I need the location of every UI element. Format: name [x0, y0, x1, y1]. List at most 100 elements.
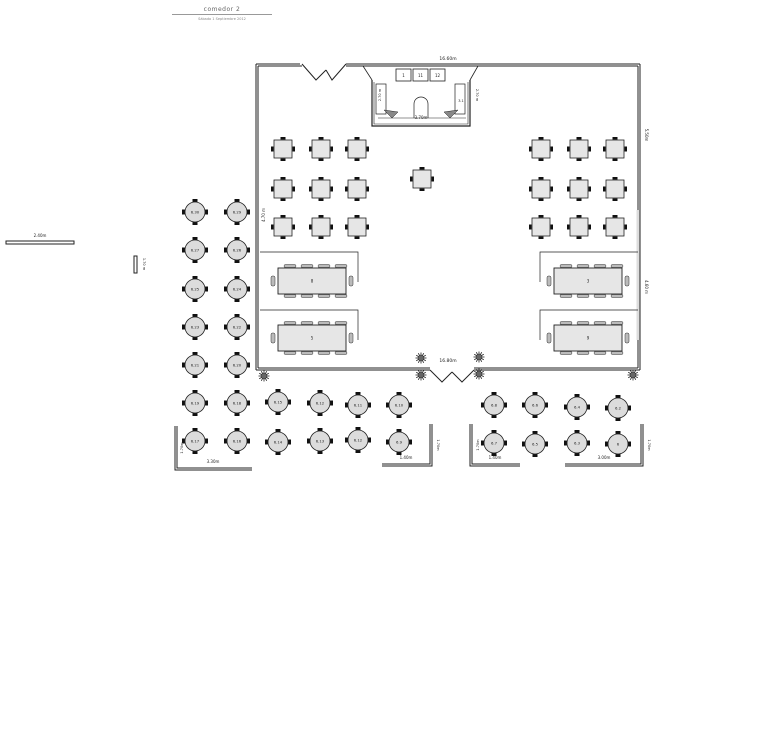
head-table-label: 1: [402, 73, 405, 78]
round-table: 6.12: [307, 390, 333, 416]
square-table: [271, 177, 295, 201]
round-table: 6.30: [182, 199, 208, 225]
door-bottom: [429, 369, 475, 383]
plant-icon: [415, 369, 427, 381]
dimension-labels: 16.60m 16.80m 5.50m 4.60 m 4.70 m 3.70m …: [34, 56, 651, 464]
head-table-seat: 11: [412, 68, 429, 82]
plants: [258, 351, 639, 382]
round-table: 6.20: [224, 352, 250, 378]
plant-icon: [473, 368, 485, 380]
far-left-bar: [5, 240, 75, 245]
long-table-enclosure-2: [260, 309, 359, 340]
round-table: 6.6: [522, 392, 548, 418]
wall-top-left: [256, 63, 302, 67]
round-table-label: 6.17: [191, 438, 200, 443]
round-table: 6.9: [386, 429, 412, 455]
round-table: 6.21: [182, 352, 208, 378]
bracket-bottom-center: [382, 424, 433, 467]
door-top: [301, 63, 347, 81]
dim-stage-width: 3.70m: [415, 115, 428, 120]
plant-icon: [258, 370, 270, 382]
square-table: [603, 177, 627, 201]
square-table: [410, 167, 434, 191]
round-table-label: 6.27: [191, 247, 200, 252]
round-table: 6.12: [345, 427, 371, 453]
bracket-bottom-right-b: [565, 424, 644, 467]
square-table: [309, 215, 333, 239]
long-table: 9: [546, 321, 630, 355]
round-table-label: 6.12: [354, 437, 363, 442]
round-table-label: 6.6: [532, 402, 539, 407]
long-table: 5: [270, 321, 354, 355]
round-table-label: 6.8: [491, 402, 498, 407]
dim-br-bottom-right: 3.00m: [598, 455, 611, 460]
round-table: 6.8: [481, 392, 507, 418]
long-table-enclosure-3: [539, 251, 638, 282]
left-post-bar: [133, 255, 138, 274]
round-table-label: 6.20: [233, 362, 242, 367]
round-table-label: 6.16: [233, 438, 242, 443]
round-table-label: 6.19: [191, 400, 200, 405]
round-table-label: 6.4: [574, 404, 581, 409]
dim-br-side-right: 1.70m: [647, 439, 651, 451]
round-table: 6.14: [265, 429, 291, 455]
title-underline: [172, 14, 272, 15]
dimension-lines: [5, 240, 644, 471]
square-table: [345, 215, 369, 239]
square-table: [345, 137, 369, 161]
wall-left: [255, 64, 259, 370]
round-table-label: 6.11: [354, 402, 363, 407]
round-table-label: 6.7: [491, 440, 498, 445]
round-table-label: 6.18: [233, 400, 242, 405]
head-table-label: 11: [418, 73, 424, 78]
round-table: 6.22: [224, 314, 250, 340]
dim-far-left: 2.40m: [34, 233, 47, 238]
round-table: 6: [605, 431, 631, 457]
round-table: 6.4: [564, 394, 590, 420]
square-table: [271, 137, 295, 161]
square-table: [567, 215, 591, 239]
round-table-label: 6.5: [532, 441, 539, 446]
round-table-label: 6.9: [396, 439, 403, 444]
dim-right-upper: 5.50m: [644, 129, 649, 142]
round-table-label: 6.12: [316, 400, 325, 405]
dim-br-bottom-left: 1.40m: [489, 455, 502, 460]
round-table: 6.26: [224, 237, 250, 263]
round-table: 6.3: [564, 430, 590, 456]
wall-top-right: [346, 63, 640, 67]
round-table-label: 6.14: [274, 439, 283, 444]
long-table: 8: [270, 264, 354, 298]
round-table: 6.13: [307, 428, 333, 454]
dim-bc-side: 1.70m: [436, 439, 440, 451]
square-table: [529, 215, 553, 239]
round-table: 6.25: [182, 276, 208, 302]
round-table: 6.18: [224, 390, 250, 416]
long-table-label: 3: [587, 279, 590, 284]
long-table-enclosure-1: [260, 251, 359, 282]
round-table-label: 6.24: [233, 286, 242, 291]
dim-stage-right: 2.70 m: [475, 89, 479, 102]
long-table-enclosure-4: [539, 309, 638, 340]
dim-bl-side: 1.70m: [180, 442, 184, 454]
round-table: 6.10: [386, 392, 412, 418]
square-table: [309, 137, 333, 161]
long-table-label: 9: [587, 336, 590, 341]
bracket-bottom-right-a: [469, 424, 520, 467]
room-walls: [255, 63, 641, 383]
wall-bottom-right: [474, 367, 640, 371]
round-table-label: 6.30: [191, 209, 200, 214]
dim-right-lower: 4.60 m: [644, 280, 649, 294]
round-table-label: 6.29: [233, 209, 242, 214]
round-table-label: 6.2: [615, 405, 622, 410]
plant-icon: [473, 351, 485, 363]
square-table: [529, 137, 553, 161]
round-table: 6.24: [224, 276, 250, 302]
round-table: 6.17: [182, 428, 208, 454]
round-table-label: 6.13: [316, 438, 325, 443]
bracket-bottom-left: [174, 426, 252, 471]
round-table: 6.11: [345, 392, 371, 418]
round-table: 6.29: [224, 199, 250, 225]
long-table: 3: [546, 264, 630, 298]
